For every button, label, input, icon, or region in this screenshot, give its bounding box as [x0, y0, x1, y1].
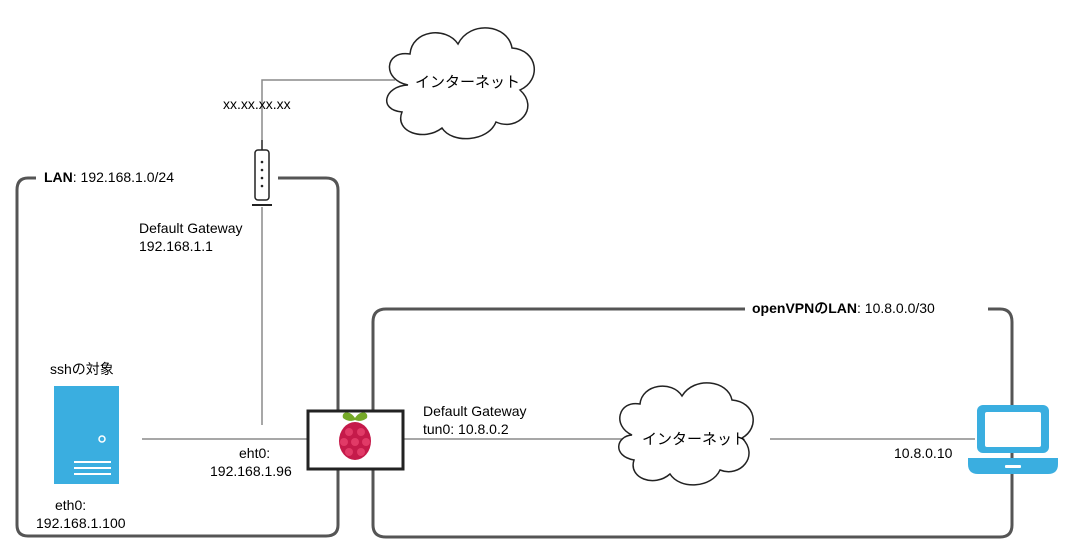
- ssh-target-iface: eth0:: [55, 497, 87, 513]
- ssh-target-ip: 192.168.1.100: [36, 515, 126, 531]
- router-to-internet-line: [261, 79, 395, 140]
- internet-top-cloud-icon: [385, 27, 536, 140]
- laptop-ip: 10.8.0.10: [894, 445, 953, 461]
- lan-frame: [15, 176, 340, 538]
- pi-tun-iface-ip: tun0: 10.8.0.2: [423, 421, 509, 437]
- wan-ip-label: xx.xx.xx.xx: [223, 96, 291, 112]
- raspberry-pi-icon: [306, 409, 405, 471]
- internet-bottom-cloud-icon: [618, 382, 754, 486]
- vpn-lan-title: openVPNのLAN: 10.8.0.0/30: [748, 300, 939, 317]
- laptop-icon: [968, 405, 1058, 474]
- pi-vpn-gateway-label: Default Gateway: [423, 403, 527, 419]
- ssh-target-caption: sshの対象: [50, 361, 114, 377]
- router-gateway-ip: 192.168.1.1: [139, 238, 213, 254]
- vpn-lan-name: openVPNのLAN: [752, 300, 857, 316]
- router-icon: [252, 140, 272, 206]
- pi-eth-iface: eht0:: [239, 445, 271, 461]
- lan-subnet: : 192.168.1.0/24: [72, 169, 174, 185]
- internet-bottom-label: インターネット: [642, 431, 748, 448]
- pi-eth-ip: 192.168.1.96: [210, 463, 292, 479]
- vpn-lan-frame: [371, 307, 1014, 539]
- vpn-lan-subnet: : 10.8.0.0/30: [857, 300, 935, 316]
- server-icon: [54, 386, 119, 484]
- router-gateway-label: Default Gateway: [139, 220, 243, 236]
- lan-title: LAN: 192.168.1.0/24: [40, 169, 178, 186]
- lan-name: LAN: [44, 169, 73, 185]
- internet-top-label: インターネット: [415, 74, 521, 91]
